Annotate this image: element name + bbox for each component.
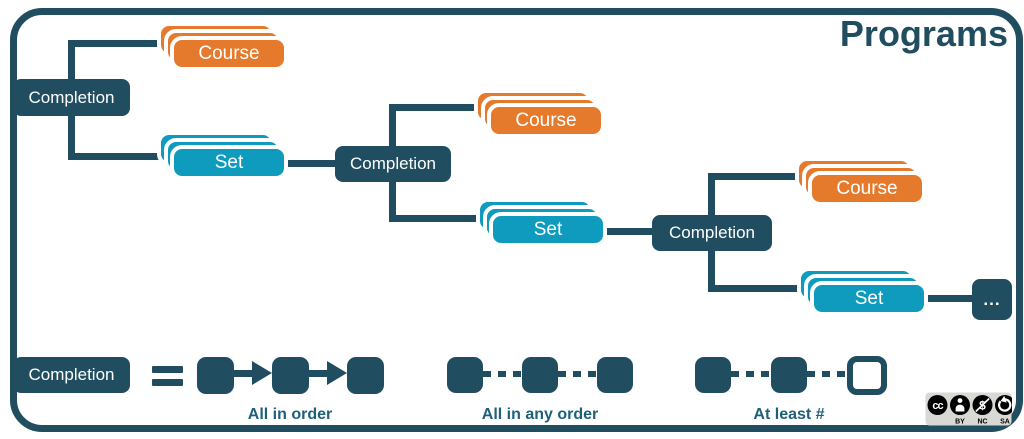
by-label: BY xyxy=(955,419,965,426)
nc-label: NC xyxy=(977,419,987,426)
equals-sign xyxy=(152,366,183,373)
step-square xyxy=(522,357,558,393)
step-square xyxy=(771,357,807,393)
legend-label-at-least: At least # xyxy=(753,406,825,423)
legend-label-all-in-any-order: All in any order xyxy=(481,406,599,423)
cc-license-badge: cc $ BY NC SA xyxy=(925,392,1015,431)
course-card: Course xyxy=(808,171,926,206)
set-card-label: Set xyxy=(214,151,244,173)
legend-completion-box: Completion xyxy=(13,357,130,393)
cc-by-nc-sa-icon: cc $ BY NC SA xyxy=(925,392,1015,426)
connector-to-set-3 xyxy=(708,285,816,292)
set-card-label: Set xyxy=(854,287,884,309)
set-card: Set xyxy=(170,145,288,180)
step-square xyxy=(695,357,731,393)
course-card-label: Course xyxy=(515,109,577,131)
dashed-connector xyxy=(731,371,771,377)
sa-label: SA xyxy=(1000,419,1010,426)
arrow-line xyxy=(234,370,254,377)
connector-to-course-3 xyxy=(708,173,814,180)
dashed-connector xyxy=(558,371,597,377)
step-square xyxy=(597,357,633,393)
set-card-label: Set xyxy=(533,218,563,240)
step-square xyxy=(347,357,384,394)
connector-to-course-2 xyxy=(389,104,493,111)
completion-node-2: Completion xyxy=(335,146,451,182)
course-card: Course xyxy=(487,103,605,138)
step-square xyxy=(447,357,483,393)
legend-label-all-in-order: All in order xyxy=(247,406,333,423)
ellipsis-label: ... xyxy=(983,289,1001,309)
page-title: Programs xyxy=(839,13,1008,54)
dashed-connector xyxy=(483,371,522,377)
by-icon xyxy=(950,395,970,415)
set-card: Set xyxy=(489,212,607,247)
step-square xyxy=(197,357,234,394)
connector-set2-to-completion3 xyxy=(601,228,655,235)
set-card: Set xyxy=(810,281,928,316)
connector-to-set-2 xyxy=(389,215,495,222)
completion-node-label: Completion xyxy=(669,223,755,242)
connector-set3-to-more xyxy=(920,295,977,302)
course-card-label: Course xyxy=(836,177,898,199)
step-square xyxy=(272,357,309,394)
completion-node-label: Completion xyxy=(28,87,115,107)
dashed-connector xyxy=(807,371,847,377)
completion-node-label: Completion xyxy=(28,365,115,384)
continuation-node: ... xyxy=(972,279,1012,320)
connector-to-course-1 xyxy=(68,40,175,47)
cc-glyph: cc xyxy=(932,400,943,412)
course-card: Course xyxy=(170,36,288,71)
diagram-border xyxy=(10,8,1023,432)
connector-to-set-1 xyxy=(68,153,175,160)
completion-node-label: Completion xyxy=(350,154,436,173)
connector-set1-to-completion2 xyxy=(282,160,338,167)
optional-step-square xyxy=(847,356,887,395)
completion-node-1: Completion xyxy=(13,79,130,116)
cc-icon: cc xyxy=(927,395,948,415)
arrow-head-icon xyxy=(327,361,347,385)
course-card-label: Course xyxy=(198,42,260,64)
arrow-line xyxy=(309,370,329,377)
arrow-head-icon xyxy=(252,361,272,385)
completion-node-3: Completion xyxy=(652,215,772,251)
nc-icon: $ xyxy=(972,395,993,415)
equals-sign xyxy=(152,379,183,386)
sa-icon xyxy=(995,395,1015,415)
